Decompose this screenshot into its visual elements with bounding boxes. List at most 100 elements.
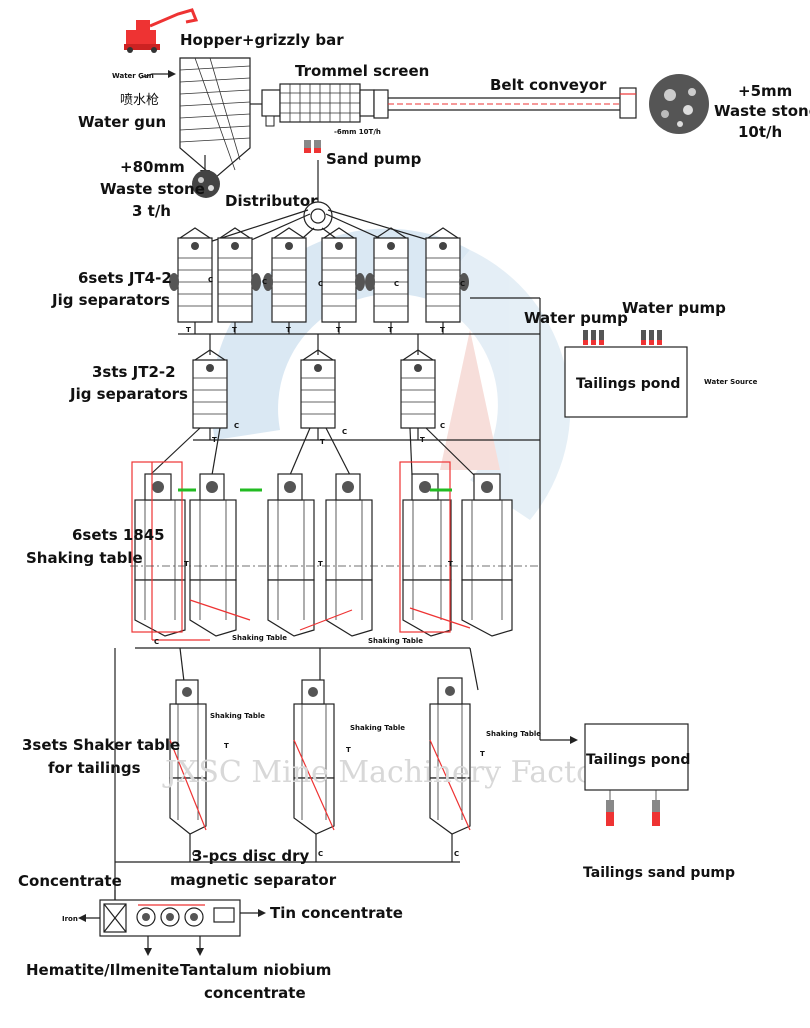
excavator-icon (124, 8, 199, 53)
tailings-sand-pump-label: Tailings sand pump (583, 865, 735, 881)
waste5-size: +5mm (738, 82, 792, 100)
shaking-table-row-1 (130, 461, 540, 649)
svg-text:C: C (192, 850, 197, 858)
belt-conveyor (373, 87, 637, 119)
water-pump-1-label: Water pump (524, 309, 628, 327)
shaking-table-4 (325, 473, 373, 637)
water-pump-icons (583, 330, 662, 345)
svg-text:C: C (460, 280, 465, 288)
jig-jt4-1 (177, 227, 213, 323)
shaking-table-note-1: Shaking Table (232, 634, 287, 642)
water-gun-cn-label: 喷水枪 (120, 92, 159, 108)
svg-text:T: T (480, 750, 485, 758)
tantalum-label-b: concentrate (204, 984, 306, 1002)
tailings-table-3 (429, 677, 471, 835)
flow-markers: C C C C C T T T T T T C T C T C T T T T … (154, 276, 485, 858)
tailings-table-note-3: Shaking Table (486, 730, 541, 738)
magnetic-label-a: 3-pcs disc dry (192, 847, 309, 865)
water-gun-label: Water gun (78, 113, 166, 131)
hematite-label: Hematite/Ilmenite (26, 961, 179, 979)
sand-pump-top-label: Sand pump (326, 150, 422, 168)
hopper-label: Hopper+grizzly bar (180, 31, 344, 49)
svg-text:C: C (154, 638, 159, 646)
tailings-table-note-2: Shaking Table (350, 724, 405, 732)
shaking-table-note-2: Shaking Table (368, 637, 423, 645)
water-source-label: Water Source (704, 378, 758, 386)
jig-jt4-2 (217, 227, 253, 323)
tailings-pond-1-label: Tailings pond (576, 376, 680, 392)
feed-lines-row3 (149, 427, 475, 476)
trommel-label: Trommel screen (295, 62, 429, 80)
water-gun-icon: Water Gun (112, 70, 176, 80)
table2-label-b: for tailings (48, 759, 141, 777)
jig-jt4-6 (425, 227, 461, 323)
waste-stone-5mm-pile (649, 74, 709, 134)
svg-text:T: T (224, 742, 229, 750)
jig-row-2 (192, 298, 578, 744)
waste5-name: Waste stone (714, 102, 810, 120)
svg-text:T: T (212, 436, 217, 444)
tailings-table-note-1: Shaking Table (210, 712, 265, 720)
svg-text:C: C (440, 422, 445, 430)
tailings-pond-2-label: Tailings pond (586, 752, 690, 768)
iron-label: Iron (62, 915, 78, 923)
svg-text:C: C (318, 280, 323, 288)
belt-conveyor-label: Belt conveyor (490, 76, 607, 94)
jig1-label-b: Jig separators (51, 291, 170, 309)
concentrate-label: Concentrate (18, 872, 122, 890)
svg-text:T: T (320, 438, 325, 446)
distributor-label: Distributor (225, 192, 318, 210)
svg-text:C: C (318, 850, 323, 858)
tantalum-label-a: Tantalum niobium (180, 961, 331, 979)
jig-jt4-3 (271, 227, 307, 323)
trommel-note: -6mm 10T/h (334, 128, 381, 136)
jig-jt4-4 (321, 227, 357, 323)
jig-jt2-2 (300, 349, 336, 429)
table1-label-a: 6sets 1845 (72, 526, 165, 544)
svg-text:T: T (318, 560, 323, 568)
svg-text:C: C (262, 278, 267, 286)
magnetic-label-b: magnetic separator (170, 871, 337, 889)
tailings-pond-2 (584, 723, 689, 791)
table2-label-a: 3sets Shaker table (22, 736, 180, 754)
svg-text:Water Gun: Water Gun (112, 72, 154, 80)
tailings-sand-pump-icons (606, 790, 660, 826)
svg-text:C: C (342, 428, 347, 436)
tin-concentrate-label: Tin concentrate (270, 904, 403, 922)
svg-text:T: T (286, 326, 291, 334)
jig-jt2-3 (400, 349, 436, 429)
jig2-label-a: 3sts JT2-2 (92, 363, 176, 381)
waste80-name: Waste stone (100, 180, 205, 198)
shaking-table-2 (189, 473, 237, 637)
svg-text:T: T (184, 560, 189, 568)
table1-label-b: Shaking table (26, 549, 143, 567)
shaking-table-1 (134, 473, 186, 637)
svg-text:T: T (420, 436, 425, 444)
hopper-grizzly (179, 57, 251, 179)
svg-text:C: C (454, 850, 459, 858)
jig1-label-a: 6sets JT4-2 (78, 269, 172, 287)
shaking-table-6 (461, 473, 513, 637)
shaking-table-3 (267, 473, 315, 637)
waste80-rate: 3 t/h (132, 202, 171, 220)
sand-pump-top-icon (304, 140, 321, 153)
waste-stone-80mm-pile (192, 170, 220, 198)
svg-text:T: T (448, 560, 453, 568)
svg-text:T: T (346, 746, 351, 754)
tailings-table-1 (169, 679, 207, 835)
svg-text:T: T (388, 326, 393, 334)
svg-text:T: T (440, 326, 445, 334)
shaking-table-row-2 (114, 647, 479, 910)
jig-row-1 (169, 227, 540, 335)
svg-text:T: T (186, 326, 191, 334)
svg-text:C: C (208, 276, 213, 284)
tailings-table-2 (293, 679, 335, 835)
jig-jt2-1 (192, 349, 228, 429)
svg-text:C: C (394, 280, 399, 288)
svg-text:T: T (336, 326, 341, 334)
watermark-text: JXSC Mine Machinery Factory (162, 755, 625, 790)
tailings-pond-1 (564, 346, 688, 418)
shaking-table-5 (402, 473, 452, 637)
